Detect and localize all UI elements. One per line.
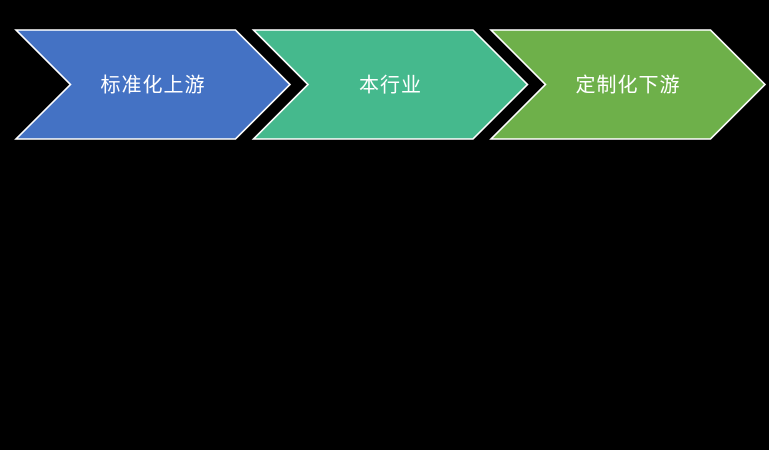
chevron-step-downstream: 定制化下游 xyxy=(489,29,767,140)
chevron-step-upstream: 标准化上游 xyxy=(14,29,292,140)
chevron-label-standardized-upstream: 标准化上游 xyxy=(101,74,206,97)
chevron-label-customized-downstream: 定制化下游 xyxy=(576,74,681,97)
chevron-label-this-industry: 本行业 xyxy=(359,74,422,97)
chevron-step-this-industry: 本行业 xyxy=(251,29,529,140)
chevron-shape-standardized-upstream xyxy=(14,29,292,140)
chevron-shape-this-industry xyxy=(251,29,529,140)
chevron-shape-customized-downstream xyxy=(489,29,767,140)
